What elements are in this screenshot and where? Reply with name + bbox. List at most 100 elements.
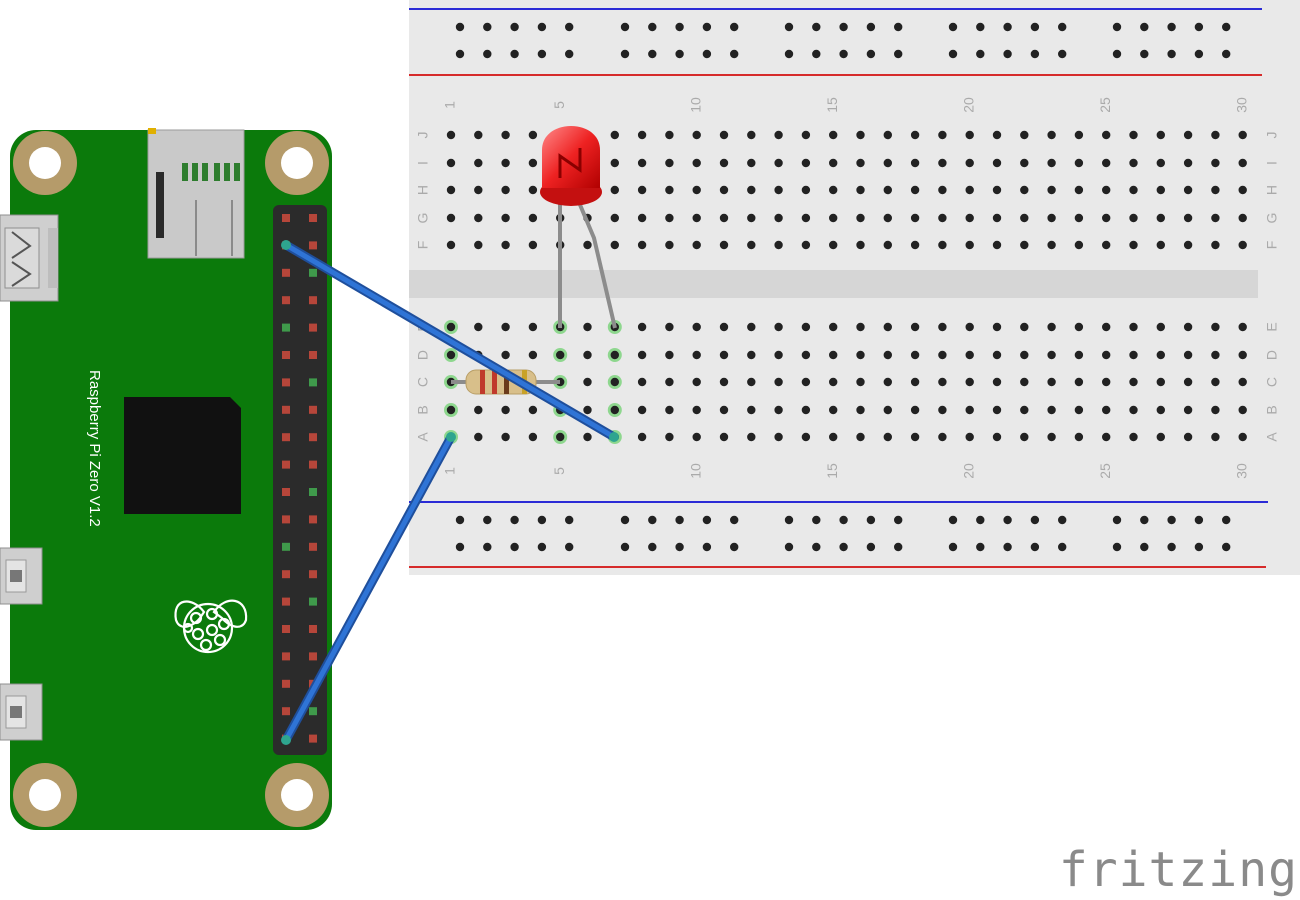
breadboard-hole[interactable] (501, 405, 510, 415)
breadboard-hole[interactable] (1129, 350, 1138, 360)
breadboard-hole[interactable] (692, 185, 701, 195)
breadboard-hole[interactable] (774, 350, 783, 360)
breadboard-hole[interactable] (801, 405, 811, 415)
breadboard-hole[interactable] (1238, 432, 1247, 442)
breadboard-hole[interactable] (665, 158, 674, 168)
breadboard-hole[interactable] (829, 130, 838, 140)
rail-hole[interactable] (483, 515, 492, 525)
rail-hole[interactable] (839, 542, 848, 552)
breadboard-hole[interactable] (501, 240, 510, 250)
breadboard-hole[interactable] (1238, 130, 1247, 140)
rail-hole[interactable] (1112, 49, 1122, 59)
breadboard-hole[interactable] (938, 130, 947, 140)
gpio-pin[interactable] (309, 652, 317, 661)
breadboard-hole[interactable] (528, 432, 538, 442)
rail-hole[interactable] (1058, 22, 1067, 32)
breadboard-hole[interactable] (665, 130, 674, 140)
breadboard-hole[interactable] (528, 158, 538, 168)
breadboard-hole[interactable] (637, 130, 647, 140)
breadboard-hole[interactable] (965, 130, 974, 140)
rail-hole[interactable] (1112, 515, 1122, 525)
breadboard-hole[interactable] (610, 350, 619, 360)
breadboard-hole[interactable] (1129, 377, 1138, 387)
breadboard-hole[interactable] (446, 240, 456, 250)
breadboard-hole[interactable] (583, 322, 592, 332)
breadboard-hole[interactable] (719, 185, 729, 195)
rail-hole[interactable] (1003, 515, 1012, 525)
breadboard-hole[interactable] (965, 322, 974, 332)
rail-hole[interactable] (510, 49, 519, 59)
breadboard-hole[interactable] (501, 130, 510, 140)
breadboard-hole[interactable] (1183, 185, 1193, 195)
breadboard-hole[interactable] (938, 322, 947, 332)
breadboard-hole[interactable] (910, 405, 920, 415)
breadboard-hole[interactable] (910, 322, 920, 332)
gpio-pin[interactable] (282, 570, 290, 579)
rail-hole[interactable] (620, 515, 630, 525)
breadboard-hole[interactable] (583, 405, 592, 415)
gpio-pin[interactable] (309, 515, 317, 524)
breadboard-hole[interactable] (992, 350, 1002, 360)
rail-hole[interactable] (1058, 49, 1067, 59)
rail-hole[interactable] (866, 22, 876, 32)
gpio-pin[interactable] (309, 405, 317, 414)
gpio-pin[interactable] (309, 296, 317, 305)
breadboard-hole[interactable] (692, 432, 701, 442)
raspberry-pi-zero-board[interactable]: Raspberry Pi Zero V1.2 (0, 128, 332, 830)
gpio-pin[interactable] (282, 460, 290, 469)
breadboard-hole[interactable] (883, 432, 892, 442)
breadboard-hole[interactable] (1183, 322, 1193, 332)
breadboard-hole[interactable] (829, 405, 838, 415)
breadboard-hole[interactable] (910, 213, 920, 223)
rail-hole[interactable] (510, 22, 519, 32)
rail-hole[interactable] (648, 49, 657, 59)
breadboard-hole[interactable] (1102, 185, 1111, 195)
rail-hole[interactable] (620, 49, 630, 59)
rail-hole[interactable] (675, 49, 684, 59)
breadboard-hole[interactable] (1074, 185, 1084, 195)
gpio-pin[interactable] (309, 625, 317, 633)
breadboard-hole[interactable] (883, 405, 892, 415)
breadboard-hole[interactable] (747, 322, 756, 332)
breadboard-hole[interactable] (692, 213, 701, 223)
rail-hole[interactable] (784, 22, 794, 32)
breadboard-hole[interactable] (446, 213, 456, 223)
breadboard-hole[interactable] (474, 158, 483, 168)
rail-hole[interactable] (866, 515, 876, 525)
breadboard-hole[interactable] (610, 130, 619, 140)
breadboard-hole[interactable] (474, 322, 483, 332)
rail-hole[interactable] (948, 22, 958, 32)
breadboard-hole[interactable] (1020, 377, 1029, 387)
rail-hole[interactable] (702, 542, 712, 552)
breadboard-hole[interactable] (692, 240, 701, 250)
breadboard-hole[interactable] (774, 432, 783, 442)
breadboard-hole[interactable] (583, 432, 592, 442)
breadboard-hole[interactable] (774, 322, 783, 332)
breadboard-hole[interactable] (1211, 322, 1220, 332)
breadboard-hole[interactable] (1020, 158, 1029, 168)
breadboard-hole[interactable] (1156, 130, 1166, 140)
breadboard-hole[interactable] (829, 185, 838, 195)
breadboard-hole[interactable] (829, 322, 838, 332)
breadboard-hole[interactable] (747, 213, 756, 223)
breadboard-hole[interactable] (992, 158, 1002, 168)
rail-hole[interactable] (1167, 542, 1176, 552)
rail-hole[interactable] (948, 542, 958, 552)
breadboard-hole[interactable] (965, 185, 974, 195)
breadboard-hole[interactable] (1183, 158, 1193, 168)
breadboard-hole[interactable] (856, 405, 865, 415)
breadboard-hole[interactable] (692, 405, 701, 415)
breadboard-hole[interactable] (1102, 350, 1111, 360)
breadboard-hole[interactable] (856, 350, 865, 360)
breadboard-hole[interactable] (556, 377, 565, 387)
rail-hole[interactable] (812, 542, 821, 552)
breadboard-hole[interactable] (910, 158, 920, 168)
breadboard-hole[interactable] (1211, 377, 1220, 387)
breadboard-hole[interactable] (1047, 405, 1056, 415)
rail-hole[interactable] (1003, 22, 1012, 32)
breadboard-hole[interactable] (938, 405, 947, 415)
breadboard-hole[interactable] (1183, 432, 1193, 442)
breadboard-hole[interactable] (883, 213, 892, 223)
breadboard-hole[interactable] (1183, 350, 1193, 360)
breadboard-hole[interactable] (774, 158, 783, 168)
